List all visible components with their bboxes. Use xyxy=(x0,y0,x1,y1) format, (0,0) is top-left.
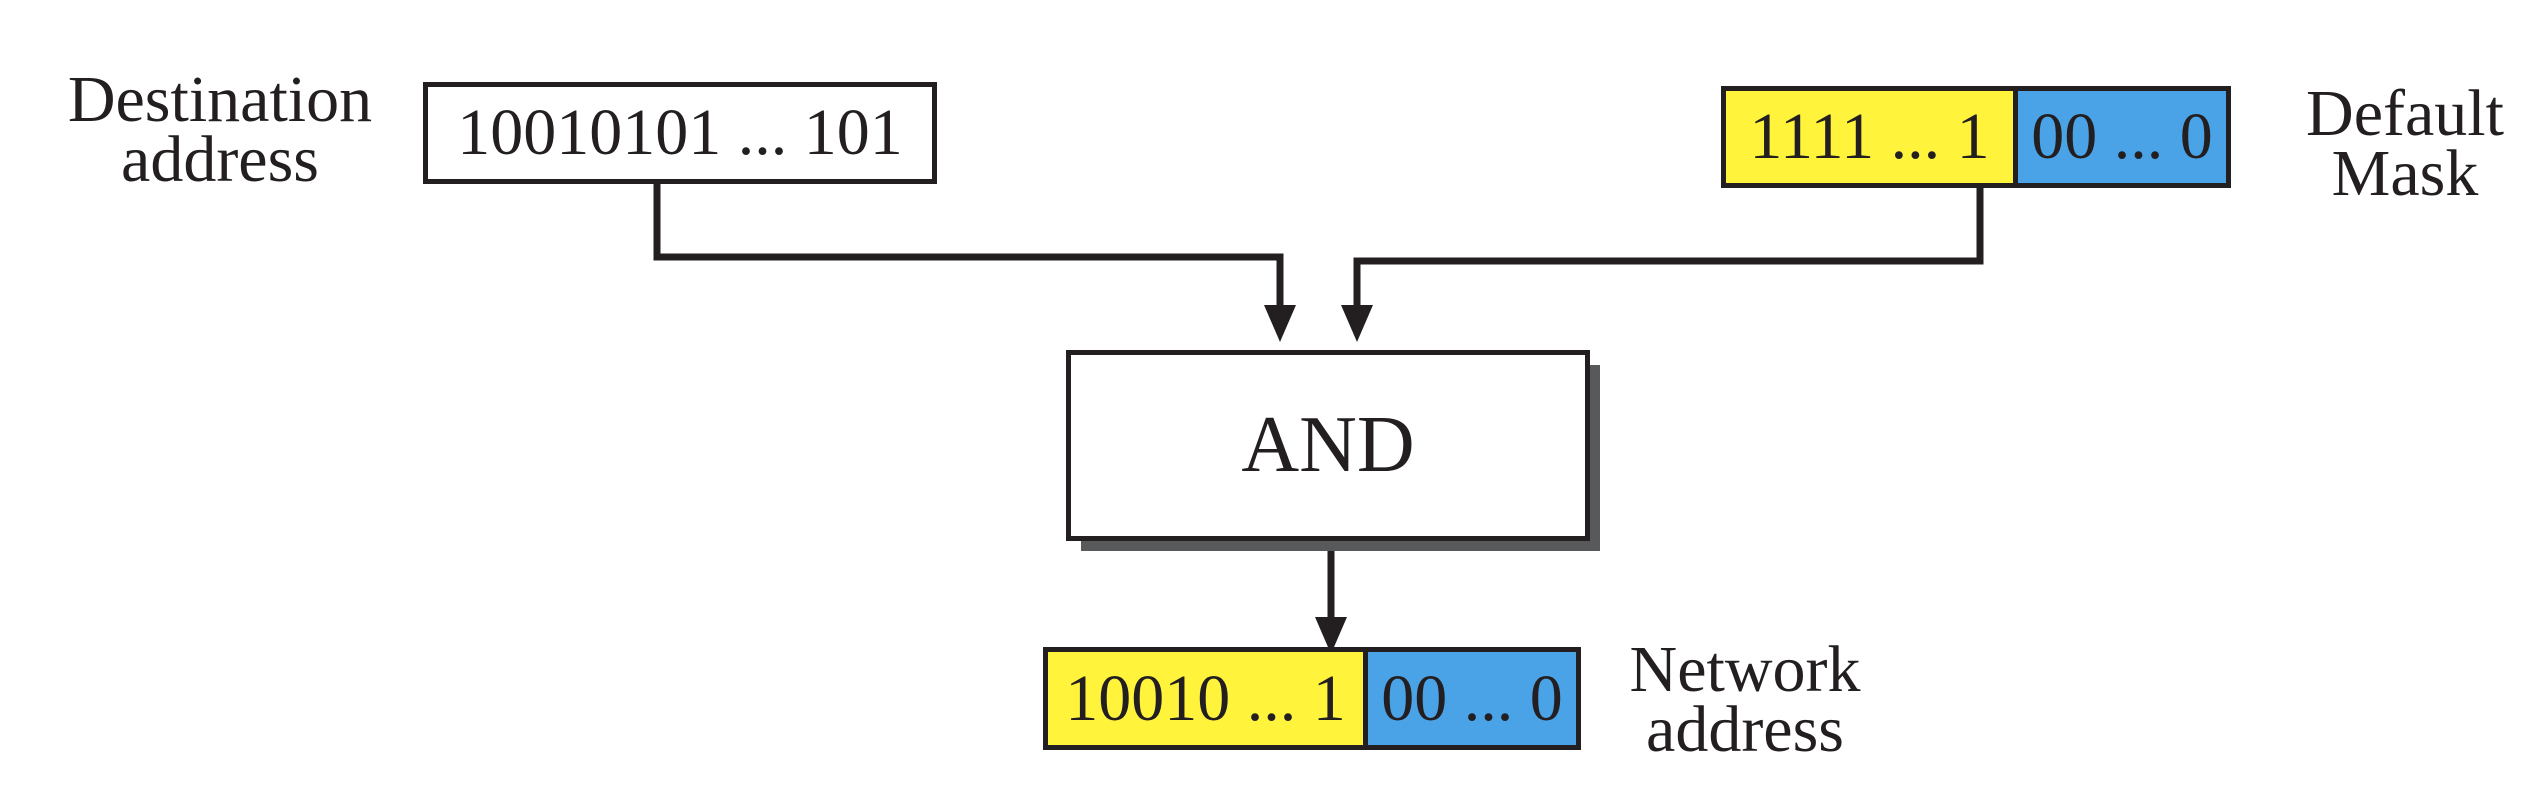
mask-ones-value: 1111 ... 1 xyxy=(1749,100,1990,173)
mask-to-and-line xyxy=(1353,188,1984,310)
destination-label: Destination address xyxy=(55,63,385,196)
mask-label-line1: Default xyxy=(2306,77,2504,150)
arrowhead-network xyxy=(1315,617,1347,654)
and-operation-label: AND xyxy=(1241,401,1415,489)
arrowhead-mask xyxy=(1341,305,1373,342)
network-label-line1: Network xyxy=(1629,633,1861,706)
mask-label-line2: Mask xyxy=(2331,137,2479,210)
mask-zeros-segment: 00 ... 0 xyxy=(2013,86,2231,188)
mask-zeros-value: 00 ... 0 xyxy=(2031,100,2213,173)
mask-label: Default Mask xyxy=(2265,77,2540,210)
network-label: Network address xyxy=(1600,633,1890,766)
arrowhead-destination xyxy=(1264,305,1296,342)
network-zeros-value: 00 ... 0 xyxy=(1381,661,1563,735)
network-ones-segment: 10010 ... 1 xyxy=(1043,647,1368,750)
network-ones-value: 10010 ... 1 xyxy=(1065,661,1346,735)
and-operation-box: AND xyxy=(1066,350,1590,541)
network-zeros-segment: 00 ... 0 xyxy=(1363,647,1581,750)
destination-to-and-line xyxy=(653,183,1284,310)
destination-label-line1: Destination xyxy=(67,63,373,136)
destination-label-line2: address xyxy=(121,123,319,196)
network-label-line2: address xyxy=(1646,693,1844,766)
destination-address-box: 10010101 ... 101 xyxy=(423,82,937,184)
mask-ones-segment: 1111 ... 1 xyxy=(1721,86,2018,188)
destination-address-value: 10010101 ... 101 xyxy=(457,96,903,169)
